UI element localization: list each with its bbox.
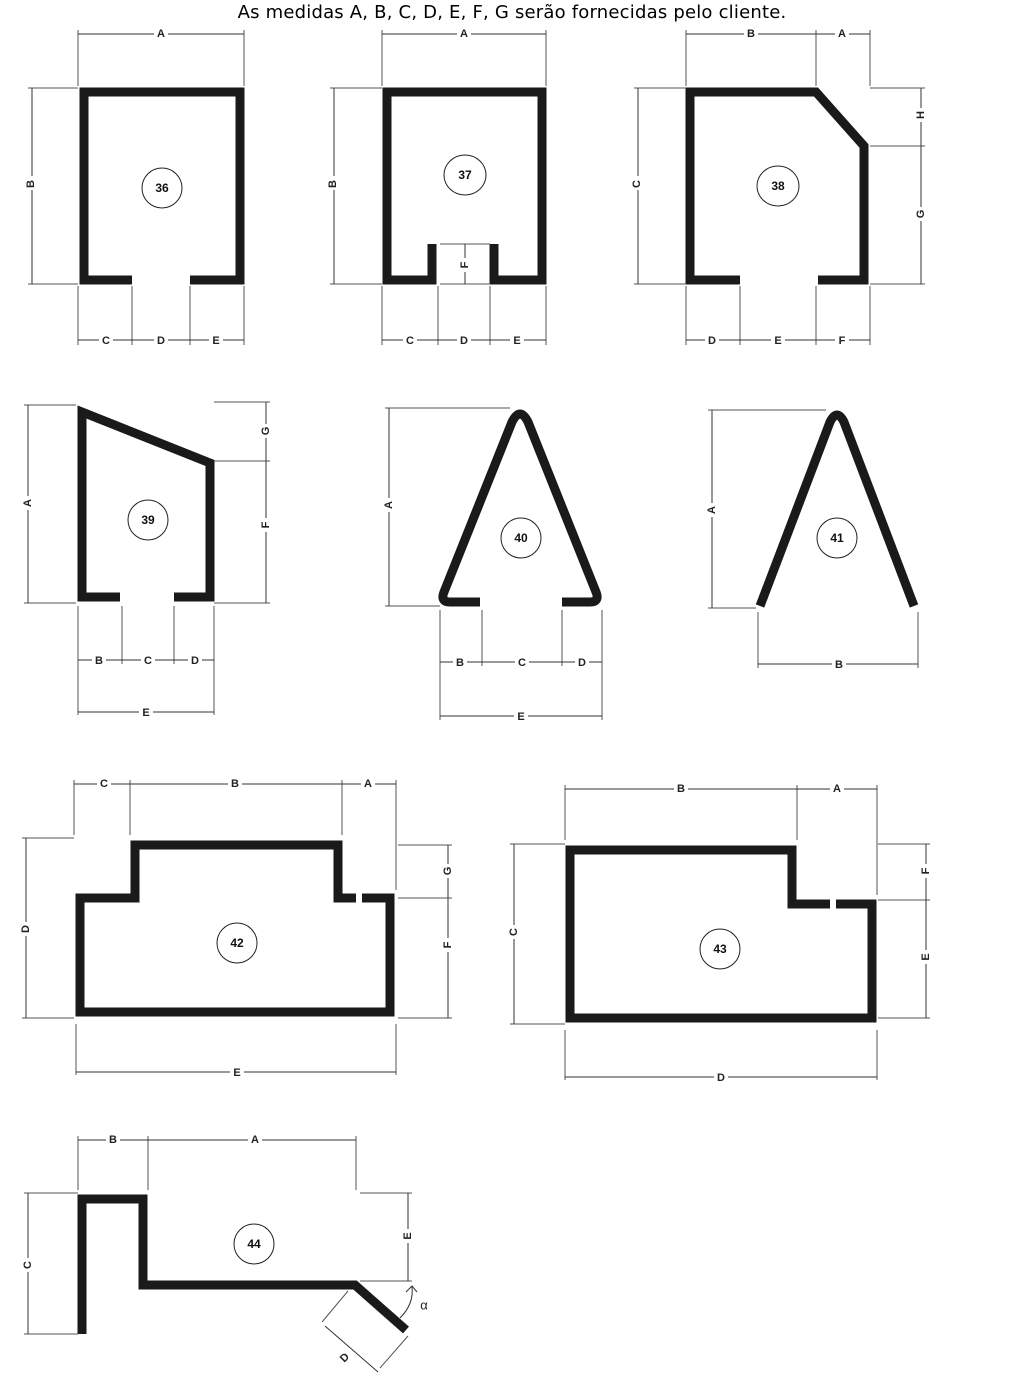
profile-39-label-b: B <box>95 655 103 667</box>
profile-41-label-a: A <box>706 506 718 514</box>
profile-38: B A H C G D E F 38 <box>630 27 928 347</box>
profile-37-label-d: D <box>460 335 468 347</box>
profile-40-label-b: B <box>456 657 464 669</box>
profile-44-label-b: B <box>109 1134 117 1146</box>
profile-37-label-c: C <box>406 335 414 347</box>
profile-40-label-d: D <box>578 657 586 669</box>
profile-42-label-b: B <box>231 778 239 790</box>
profile-36-label-e: E <box>212 335 219 347</box>
profile-41-outline <box>755 410 919 608</box>
profile-42-label-c: C <box>100 778 108 790</box>
profile-39-label-e: E <box>142 707 149 719</box>
profile-38-label-d: D <box>708 335 716 347</box>
profile-39-label-a: A <box>22 499 34 507</box>
profile-39-number: 39 <box>141 513 155 527</box>
profile-36-label-b: B <box>25 180 37 188</box>
profile-43-label-d: D <box>717 1072 725 1084</box>
profile-37-label-b: B <box>327 180 339 188</box>
profile-40-label-a: A <box>383 501 395 509</box>
profile-44-label-alpha: α <box>420 1297 428 1312</box>
profile-39: G A F B C D E 39 <box>21 401 273 719</box>
profile-42-outline <box>75 840 395 1017</box>
profile-42-label-a: A <box>364 778 372 790</box>
profile-38-label-e: E <box>774 335 781 347</box>
profile-43: B A C F E D 43 <box>507 782 933 1084</box>
profile-44-number: 44 <box>247 1237 261 1251</box>
profile-40-outline <box>438 409 602 607</box>
profile-36: A B C D E 36 <box>24 27 245 347</box>
profile-40-number: 40 <box>514 531 528 545</box>
profile-42-label-f: F <box>442 941 454 948</box>
profile-43-label-e: E <box>920 953 932 960</box>
profile-39-label-c: C <box>144 655 152 667</box>
profile-37-label-e: E <box>513 335 520 347</box>
profile-36-outline <box>79 87 245 285</box>
profile-44-label-e: E <box>402 1232 414 1239</box>
header-note: As medidas A, B, C, D, E, F, G serão for… <box>237 2 787 23</box>
profile-43-label-f: F <box>920 867 932 874</box>
profile-42-label-d: D <box>20 925 32 933</box>
profile-36-label-a: A <box>157 28 165 40</box>
profile-37-label-a: A <box>460 28 468 40</box>
profile-36-label-d: D <box>157 335 165 347</box>
profile-41: A B 41 <box>705 409 919 671</box>
profile-38-label-h: H <box>915 111 927 119</box>
profile-38-label-f: F <box>839 335 846 347</box>
profile-40: A B C D E 40 <box>382 407 603 723</box>
profile-43-number: 43 <box>713 942 727 956</box>
profile-38-label-a: A <box>838 28 846 40</box>
profile-44-label-a: A <box>251 1134 259 1146</box>
profile-41-number: 41 <box>830 531 844 545</box>
profile-42-number: 42 <box>230 936 244 950</box>
profile-44-label-c: C <box>22 1261 34 1269</box>
profile-38-label-b: B <box>747 28 755 40</box>
profile-39-label-g: G <box>260 427 272 436</box>
profile-41-label-b: B <box>835 659 843 671</box>
profile-44-outline <box>77 1194 409 1334</box>
profile-39-label-f: F <box>260 521 272 528</box>
profile-38-number: 38 <box>771 179 785 193</box>
profile-43-label-a: A <box>833 783 841 795</box>
profile-37-label-f: F <box>459 261 471 268</box>
profile-40-label-e: E <box>517 711 524 723</box>
profile-44: B A C E α D 44 <box>21 1133 428 1373</box>
profile-36-number: 36 <box>155 181 169 195</box>
profile-37-number: 37 <box>458 168 472 182</box>
profile-37-outline <box>382 87 547 285</box>
profile-36-label-c: C <box>102 335 110 347</box>
profile-39-label-d: D <box>191 655 199 667</box>
profile-38-outline <box>685 87 869 285</box>
profile-43-label-b: B <box>677 783 685 795</box>
profile-39-outline <box>77 405 215 602</box>
profile-42-label-e: E <box>233 1067 240 1079</box>
profile-40-label-c: C <box>518 657 526 669</box>
profile-43-label-c: C <box>508 928 520 936</box>
profile-38-label-g: G <box>915 210 927 219</box>
profile-37: A B F C D E 37 <box>326 27 547 347</box>
profile-38-label-c: C <box>631 180 643 188</box>
profile-43-outline <box>565 845 877 1023</box>
profile-42-label-g: G <box>442 867 454 876</box>
profile-42: C B A D G F E 42 <box>19 777 455 1079</box>
